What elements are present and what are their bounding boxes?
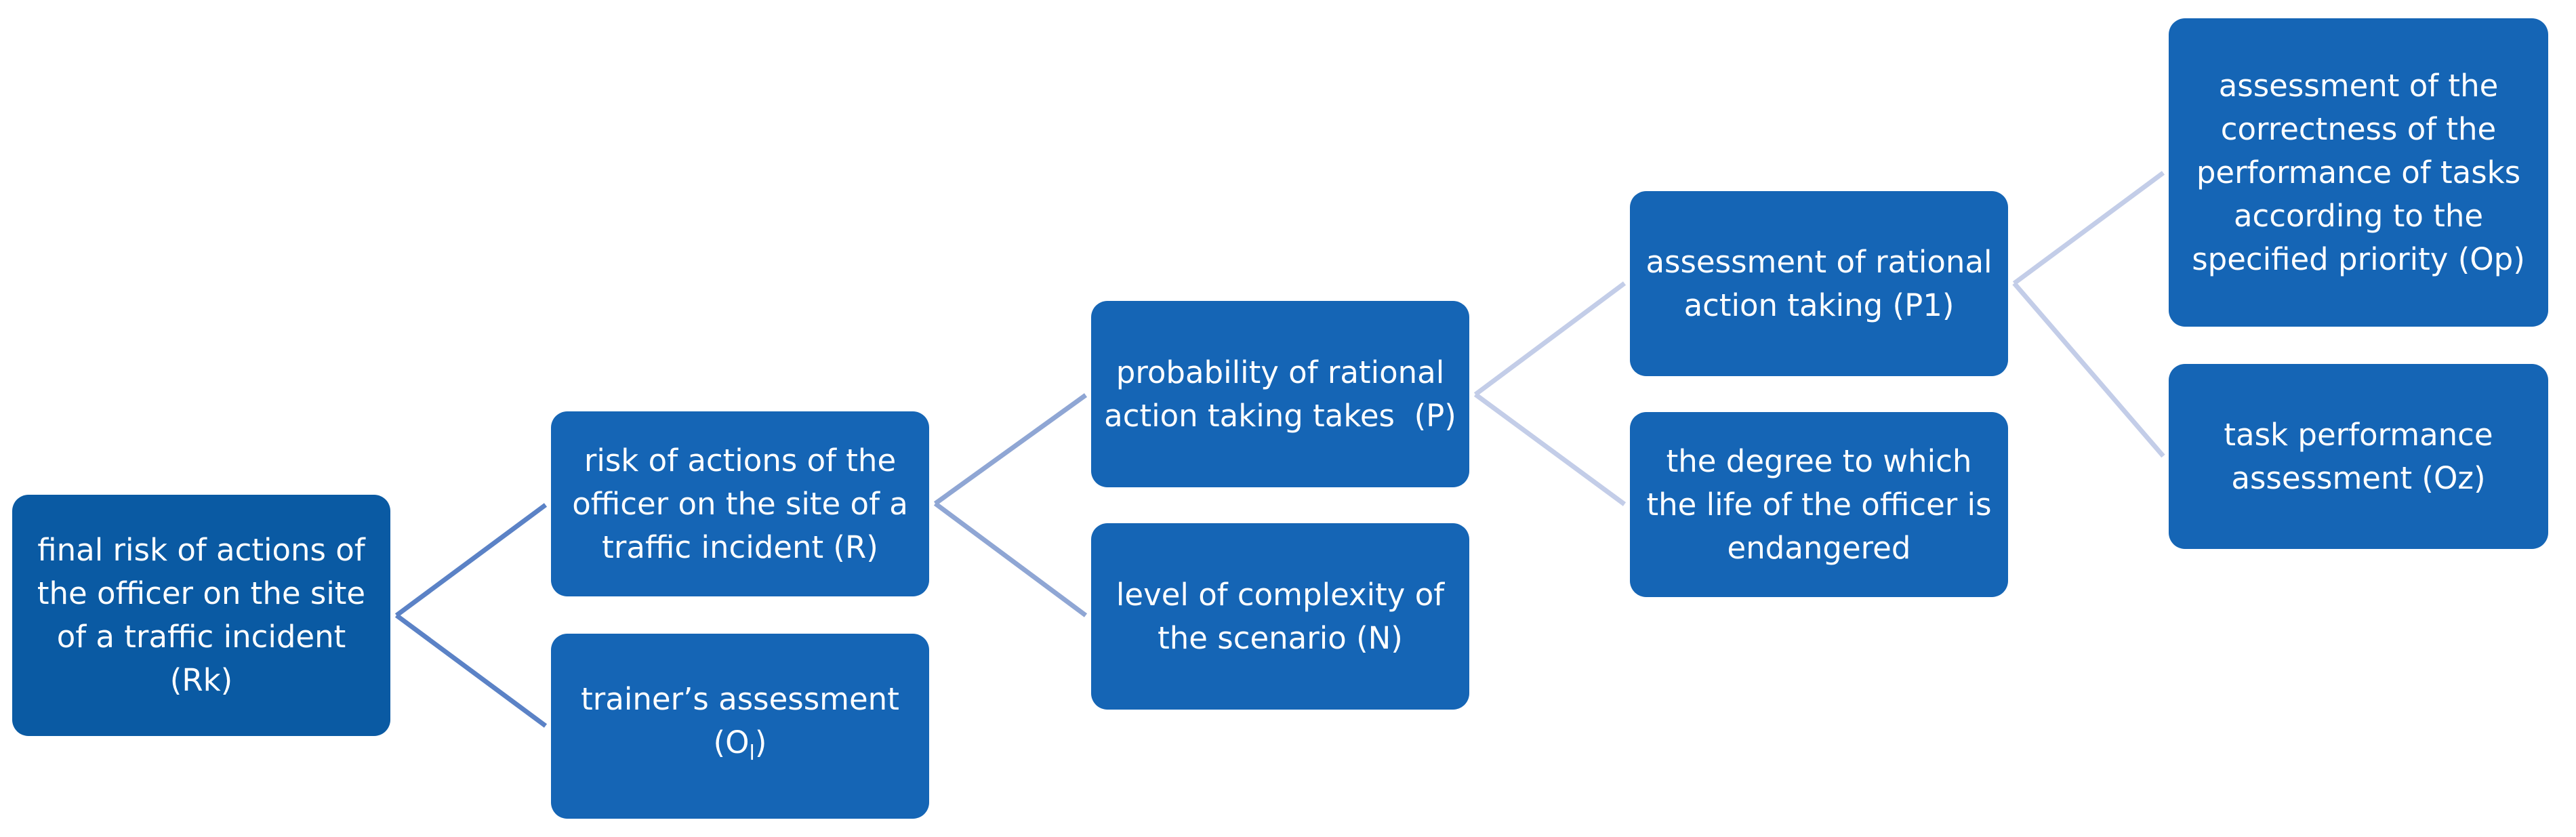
node-final-risk-rk-label: final risk of actions of the officer on … <box>37 532 366 698</box>
node-correctness-op-label: assessment of the correctness of the per… <box>2192 67 2525 277</box>
connectors-p1 <box>2012 171 2165 458</box>
node-rational-action-p1: assessment of rational action taking (P1… <box>1630 191 2008 376</box>
connector-p-deg <box>1473 392 1627 506</box>
connectors-rk <box>394 503 548 728</box>
connectors-r <box>933 393 1088 617</box>
connector-p-p1 <box>1473 281 1627 396</box>
node-rational-action-p1-label: assessment of rational action taking (P1… <box>1645 243 1992 323</box>
node-risk-r: risk of actions of the officer on the si… <box>551 411 929 596</box>
node-trainer-assessment-label: trainer’s assessment <box>581 680 899 717</box>
node-complexity-n-label: level of complexity of the scenario (N) <box>1116 576 1445 656</box>
node-trainer-assessment-symbol: O <box>725 724 750 760</box>
connector-p1-oz <box>2012 281 2165 458</box>
node-trainer-assessment-text: trainer’s assessment (Ol) <box>581 680 899 765</box>
connector-rk-ol <box>394 613 548 728</box>
node-final-risk-rk: final risk of actions of the officer on … <box>12 495 390 736</box>
node-trainer-assessment: trainer’s assessment (Ol) <box>551 634 929 819</box>
node-risk-r-label: risk of actions of the officer on the si… <box>572 442 908 565</box>
connector-r-p <box>933 393 1088 506</box>
connector-rk-r <box>394 503 548 617</box>
node-correctness-op: assessment of the correctness of the per… <box>2169 18 2548 327</box>
node-task-performance-oz-label: task performance assessment (Oz) <box>2224 416 2493 496</box>
connectors-p <box>1473 281 1627 506</box>
node-complexity-n: level of complexity of the scenario (N) <box>1091 523 1469 710</box>
connector-p1-op <box>2012 171 2165 285</box>
node-life-endangered-label: the degree to which the life of the offi… <box>1646 443 1992 566</box>
node-life-endangered: the degree to which the life of the offi… <box>1630 412 2008 597</box>
node-task-performance-oz: task performance assessment (Oz) <box>2169 364 2548 549</box>
node-probability-p-label: probability of rational action taking ta… <box>1104 354 1456 434</box>
connector-r-n <box>933 502 1088 617</box>
node-trainer-assessment-subscript: l <box>749 741 755 765</box>
node-probability-p: probability of rational action taking ta… <box>1091 301 1469 487</box>
